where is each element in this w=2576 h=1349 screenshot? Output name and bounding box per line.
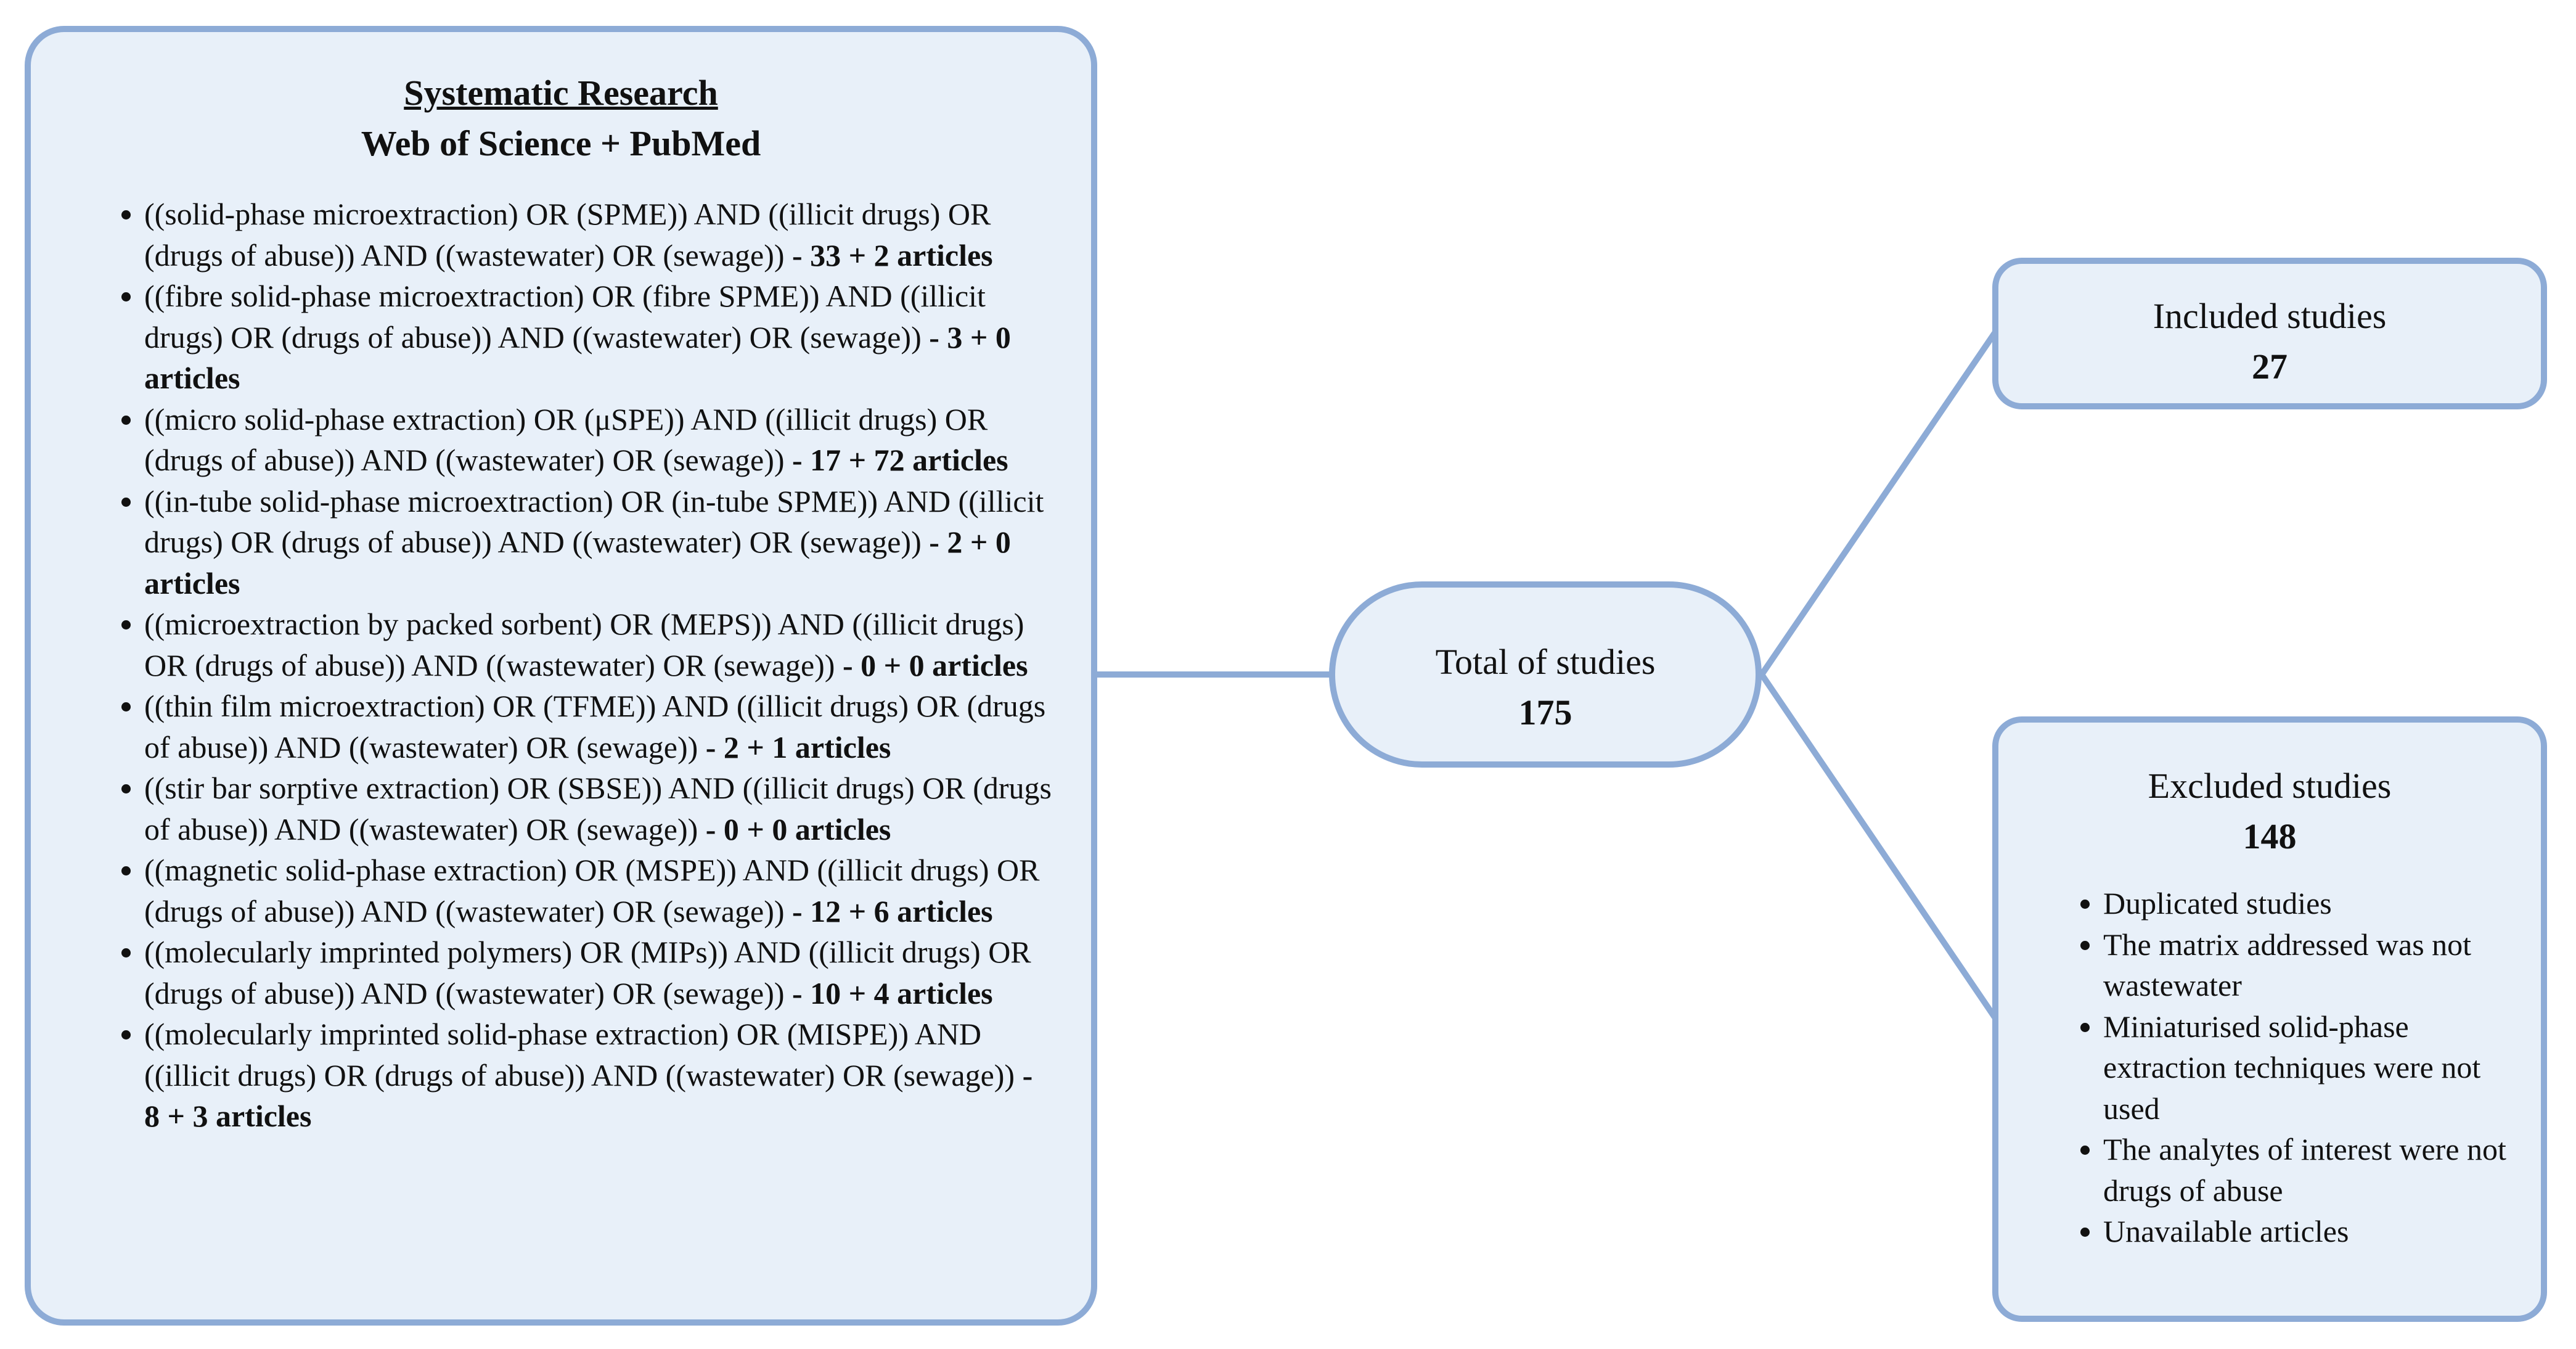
query-list: ((solid-phase microextraction) OR (SPME)…: [111, 194, 1054, 1137]
query-item: ((fibre solid-phase microextraction) OR …: [144, 276, 1054, 399]
query-count: - 12 + 6 articles: [792, 893, 993, 929]
excluded-label: Excluded studies: [2148, 766, 2392, 806]
query-text: ((molecularly imprinted solid-phase extr…: [144, 1017, 1023, 1093]
query-item: ((molecularly imprinted polymers) OR (MI…: [144, 932, 1054, 1014]
query-item: ((solid-phase microextraction) OR (SPME)…: [144, 194, 1054, 276]
exclusion-reason: Miniaturised solid-phase extraction tech…: [2103, 1006, 2516, 1130]
total-label: Total of studies: [1435, 642, 1656, 682]
query-count: - 10 + 4 articles: [792, 975, 993, 1011]
query-text: ((thin film microextraction) OR (TFME)) …: [144, 689, 1046, 765]
query-text: ((stir bar sorptive extraction) OR (SBSE…: [144, 771, 1052, 847]
query-item: ((thin film microextraction) OR (TFME)) …: [144, 686, 1054, 768]
query-text: ((micro solid-phase extraction) OR (μSPE…: [144, 401, 988, 478]
query-item: ((molecularly imprinted solid-phase extr…: [144, 1014, 1054, 1137]
query-count: - 2 + 0 articles: [144, 525, 1011, 601]
query-text: ((microextraction by packed sorbent) OR …: [144, 607, 1024, 683]
included-count: 27: [2252, 346, 2288, 387]
connector-total-to-included: [1759, 331, 1998, 676]
query-text: ((in-tube solid-phase microextraction) O…: [144, 483, 1044, 560]
exclusion-reason: Duplicated studies: [2103, 883, 2516, 924]
query-text: ((magnetic solid-phase extraction) OR (M…: [144, 853, 1040, 929]
systematic-research-box: Systematic Research Web of Science + Pub…: [25, 26, 1097, 1326]
exclusion-reason: Unavailable articles: [2103, 1211, 2516, 1252]
query-item: ((microextraction by packed sorbent) OR …: [144, 604, 1054, 686]
total-count: 175: [1518, 692, 1572, 732]
query-count: - 8 + 3 articles: [144, 1057, 1033, 1134]
query-count: - 0 + 0 articles: [842, 647, 1028, 683]
exclusion-reason: The analytes of interest were not drugs …: [2103, 1129, 2516, 1211]
query-count: - 33 + 2 articles: [792, 237, 993, 273]
query-text: ((fibre solid-phase microextraction) OR …: [144, 279, 986, 355]
query-count: - 2 + 1 articles: [705, 729, 891, 765]
included-label: Included studies: [2153, 296, 2387, 336]
query-count: - 3 + 0 articles: [144, 319, 1011, 396]
research-title: Systematic Research: [404, 73, 718, 113]
connector-total-to-excluded: [1759, 673, 1998, 1019]
query-count: - 0 + 0 articles: [705, 811, 891, 847]
excluded-count: 148: [2243, 816, 2297, 856]
query-item: ((in-tube solid-phase microextraction) O…: [144, 481, 1054, 604]
research-subtitle: Web of Science + PubMed: [361, 123, 761, 163]
exclusion-reasons-list: Duplicated studies The matrix addressed …: [1998, 883, 2541, 1252]
excluded-studies-box: Excluded studies 148 Duplicated studies …: [1992, 716, 2547, 1322]
query-item: ((stir bar sorptive extraction) OR (SBSE…: [144, 768, 1054, 850]
query-text: ((solid-phase microextraction) OR (SPME)…: [144, 197, 991, 273]
query-item: ((magnetic solid-phase extraction) OR (M…: [144, 850, 1054, 932]
exclusion-reason: The matrix addressed was not wastewater: [2103, 924, 2516, 1006]
query-text: ((molecularly imprinted polymers) OR (MI…: [144, 935, 1031, 1011]
query-item: ((micro solid-phase extraction) OR (μSPE…: [144, 399, 1054, 481]
included-studies-box: Included studies 27: [1992, 258, 2547, 409]
total-studies-box: Total of studies 175: [1329, 581, 1762, 768]
query-count: - 17 + 72 articles: [792, 443, 1008, 477]
